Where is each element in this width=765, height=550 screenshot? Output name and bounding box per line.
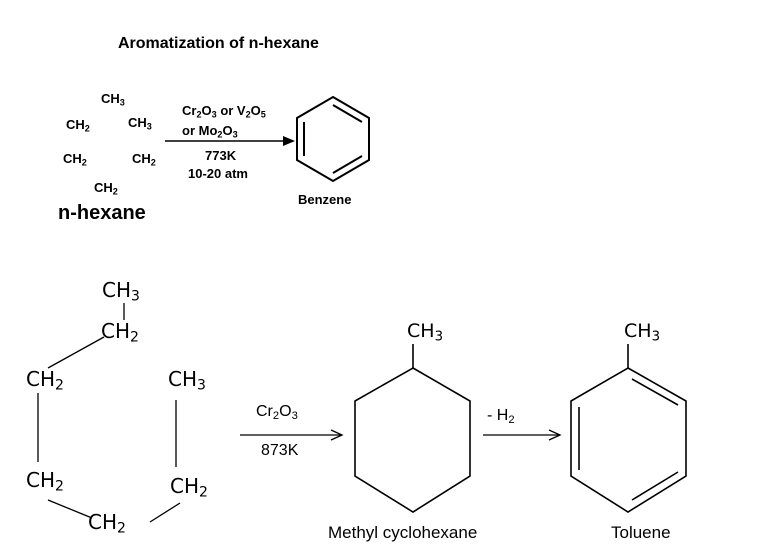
temperature-label-2: 873K <box>261 442 299 459</box>
chain-ch2-bottom: CH2 <box>94 180 118 197</box>
methyl-substituent-2: CH3 <box>624 320 661 345</box>
benzene-label: Benzene <box>298 192 352 207</box>
n-hexane-label: n-hexane <box>58 202 146 224</box>
hexane-chain-bonds <box>37 303 181 523</box>
methylcyclohexane-ring <box>354 344 471 513</box>
bottom-ch2-bottom: CH2 <box>88 510 126 537</box>
bottom-ch3-right: CH3 <box>168 367 206 394</box>
toluene-ring <box>570 344 687 513</box>
dehydrogenation-label: - H2 <box>487 407 515 426</box>
catalyst-label-3: Cr2O3 <box>256 403 298 422</box>
bottom-ch2-upper: CH2 <box>101 319 139 346</box>
chain-ch2-mid-left: CH2 <box>63 151 87 168</box>
methyl-substituent-1: CH3 <box>407 320 444 345</box>
methylcyclohexane-label: Methyl cyclohexane <box>328 523 478 542</box>
benzene-ring <box>296 95 370 183</box>
reaction-arrow-1-head <box>283 136 295 146</box>
bottom-ch2-right-lower: CH2 <box>170 474 208 501</box>
chain-ch3-top: CH3 <box>101 91 125 108</box>
temperature-label-1: 773K <box>205 148 237 163</box>
diagram-title: Aromatization of n-hexane <box>118 35 319 52</box>
toluene-label: Toluene <box>611 523 671 542</box>
catalyst-label-1: Cr2O3 or V2O5 <box>182 103 266 120</box>
catalyst-label-2: or Mo2O3 <box>182 123 238 140</box>
bottom-ch2-left-upper: CH2 <box>26 367 64 394</box>
chain-ch2-mid-right: CH2 <box>132 151 156 168</box>
bottom-ch3-top: CH3 <box>102 278 140 305</box>
pressure-label: 10-20 atm <box>188 166 248 181</box>
bottom-ch2-left-lower: CH2 <box>26 468 64 495</box>
chain-ch2-upper-left: CH2 <box>66 117 90 134</box>
chain-ch3-right: CH3 <box>128 115 152 132</box>
